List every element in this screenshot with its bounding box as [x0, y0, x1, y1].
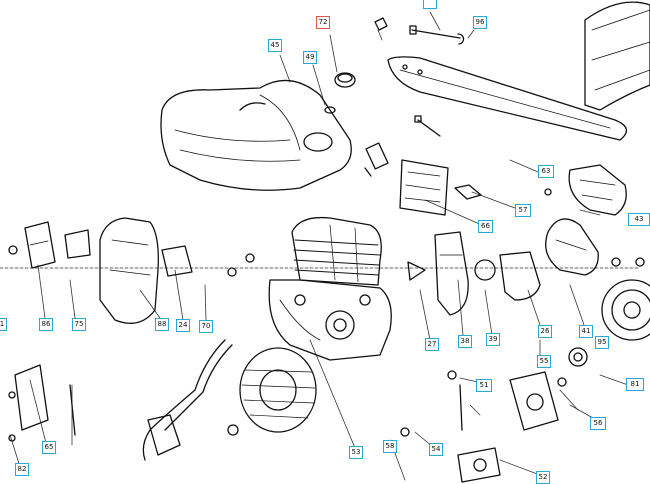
callout-left[interactable]: 1 — [0, 318, 7, 331]
muffler — [399, 159, 482, 216]
callout-26[interactable]: 26 — [538, 325, 552, 338]
oil-pump — [227, 370, 501, 483]
callout-57[interactable]: 57 — [515, 204, 531, 217]
callout-54[interactable]: 54 — [429, 443, 443, 456]
bar-cover — [584, 1, 650, 111]
air-filter-cover — [99, 217, 159, 324]
callout-82[interactable]: 82 — [15, 463, 29, 476]
callout-95[interactable]: 95 — [595, 336, 609, 349]
callout-51[interactable]: 51 — [476, 379, 492, 392]
callout-63[interactable]: 63 — [538, 165, 554, 178]
sprocket — [557, 347, 588, 387]
front-handle — [142, 339, 233, 461]
callout-65[interactable]: 65 — [42, 441, 56, 454]
callout-81[interactable]: 81 — [626, 378, 644, 391]
filter-plates — [24, 221, 91, 269]
callout-39[interactable]: 39 — [486, 333, 500, 346]
callout-45[interactable]: 45 — [268, 39, 282, 52]
callout-86[interactable]: 86 — [39, 318, 53, 331]
clutch-cover — [545, 218, 599, 276]
callout-38[interactable]: 38 — [458, 335, 472, 348]
callout-55[interactable]: 55 — [537, 355, 551, 368]
bracket — [8, 364, 76, 442]
callout-top[interactable] — [423, 0, 437, 9]
clutch-drum — [601, 279, 650, 341]
callout-70[interactable]: 70 — [199, 320, 213, 333]
callout-43[interactable]: 43 — [628, 213, 650, 226]
gasket — [161, 245, 193, 277]
callout-24[interactable]: 24 — [176, 319, 190, 332]
engine-cylinder — [291, 216, 382, 286]
callout-88[interactable]: 88 — [155, 318, 169, 331]
callout-72[interactable]: 72 — [316, 16, 330, 29]
callout-52[interactable]: 52 — [536, 471, 550, 484]
spark-plug — [364, 142, 389, 177]
callout-41[interactable]: 41 — [579, 325, 593, 338]
crankcase — [268, 279, 392, 361]
callout-96[interactable]: 96 — [473, 16, 487, 29]
callout-75[interactable]: 75 — [72, 318, 86, 331]
leader-lines — [0, 11, 641, 481]
flywheel — [239, 347, 317, 433]
top-small-parts — [324, 17, 465, 114]
guide-bar — [387, 56, 627, 141]
chain-brake-handle — [568, 164, 627, 216]
callout-58[interactable]: 58 — [383, 440, 397, 453]
callout-56[interactable]: 56 — [590, 417, 606, 430]
top-cover — [160, 79, 352, 191]
callout-49[interactable]: 49 — [303, 51, 317, 64]
callout-53[interactable]: 53 — [349, 446, 363, 459]
callout-27[interactable]: 27 — [425, 338, 439, 351]
callout-66[interactable]: 66 — [478, 220, 493, 233]
oil-pump-plate — [509, 371, 559, 431]
pin — [414, 115, 441, 137]
intake-parts — [407, 231, 541, 316]
